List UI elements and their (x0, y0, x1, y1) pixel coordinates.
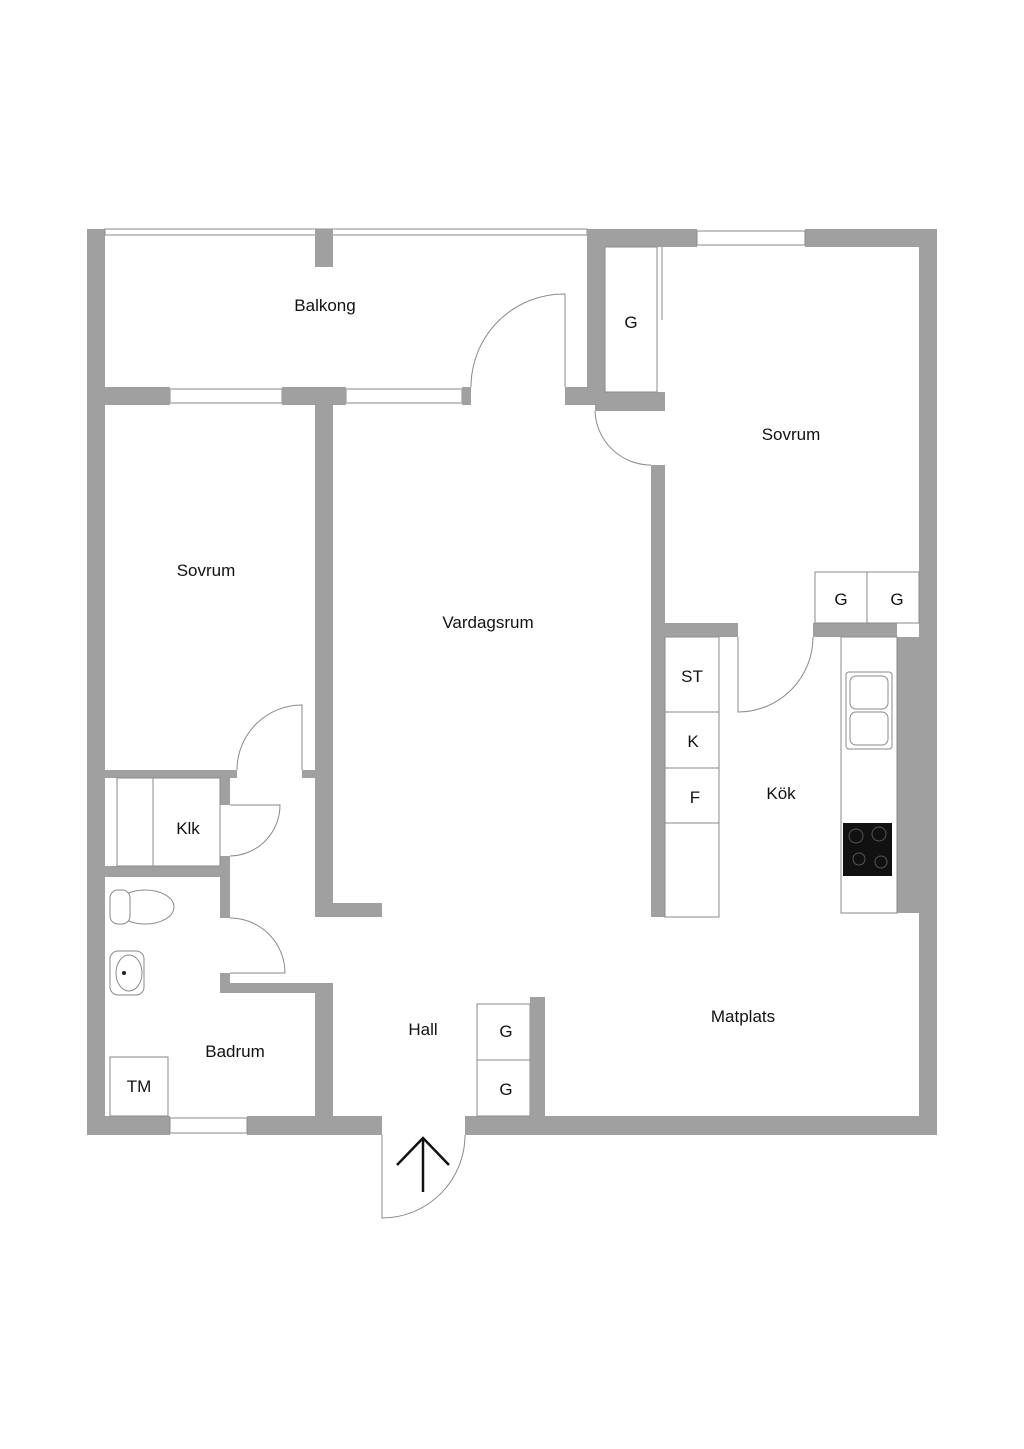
wall (220, 778, 230, 805)
cabinet-st-label: ST (681, 667, 703, 686)
wall (302, 770, 315, 778)
wall (465, 1116, 937, 1135)
wardrobe-label: G (890, 590, 904, 609)
balcony-door[interactable] (470, 293, 566, 388)
room-label-bedroom: Sovrum (176, 561, 236, 580)
wall (247, 1116, 382, 1135)
wardrobe-label: G (499, 1022, 513, 1041)
kitchen-door[interactable] (737, 636, 814, 713)
wall (897, 637, 937, 913)
wall (105, 866, 230, 877)
bathroom-door[interactable] (229, 917, 286, 974)
room-label-bedroom: Sovrum (761, 425, 821, 444)
wall (587, 229, 605, 405)
toilet (109, 889, 175, 925)
entrance-door[interactable] (381, 1134, 466, 1219)
wall (105, 770, 237, 778)
bedroom-door[interactable] (236, 704, 303, 771)
wardrobe-label: G (834, 590, 848, 609)
kitchen-sink (845, 671, 893, 750)
wall (87, 229, 105, 1135)
window (104, 228, 806, 1134)
wall (813, 623, 897, 637)
bedroom-door[interactable] (594, 410, 652, 466)
wall (462, 387, 471, 405)
balcony-pillar (315, 229, 333, 267)
wall (220, 983, 333, 993)
washer-label: TM (126, 1077, 152, 1096)
room-label-kitchen: Kök (766, 784, 796, 803)
wall (651, 623, 738, 637)
room-label-living-room: Vardagsrum (442, 613, 534, 632)
room-label-dining: Matplats (710, 1007, 776, 1026)
cabinet (664, 822, 720, 918)
sink (109, 950, 145, 996)
wall (315, 983, 333, 1116)
wall (595, 392, 665, 411)
stove (843, 823, 892, 876)
wardrobe (866, 571, 920, 624)
cabinet-st (664, 636, 720, 713)
wall (220, 856, 230, 918)
wall (587, 229, 697, 247)
wardrobe (604, 246, 658, 393)
cabinet-f-label: F (689, 788, 701, 807)
wardrobe (476, 1003, 531, 1061)
closet-door[interactable] (229, 804, 281, 857)
room-label-bathroom: Badrum (205, 1042, 265, 1061)
wall (282, 387, 346, 405)
wall (315, 903, 382, 917)
wall (87, 1116, 170, 1135)
wall (315, 405, 333, 917)
wall (530, 997, 545, 1116)
wall (805, 229, 937, 247)
washer (109, 1056, 169, 1117)
entrance-arrow-icon (396, 1136, 450, 1192)
cabinet-f (664, 767, 720, 824)
closet-klk (116, 777, 221, 867)
wardrobe-label: G (499, 1080, 513, 1099)
room-label-balcony: Balkong (294, 296, 356, 315)
cabinet-k-label: K (687, 732, 699, 751)
wall (651, 465, 665, 917)
room-label-klk: Klk (176, 819, 200, 838)
room-label-hall: Hall (408, 1020, 438, 1039)
wall (87, 387, 170, 405)
wardrobe-label: G (624, 313, 638, 332)
wardrobe (814, 571, 868, 624)
